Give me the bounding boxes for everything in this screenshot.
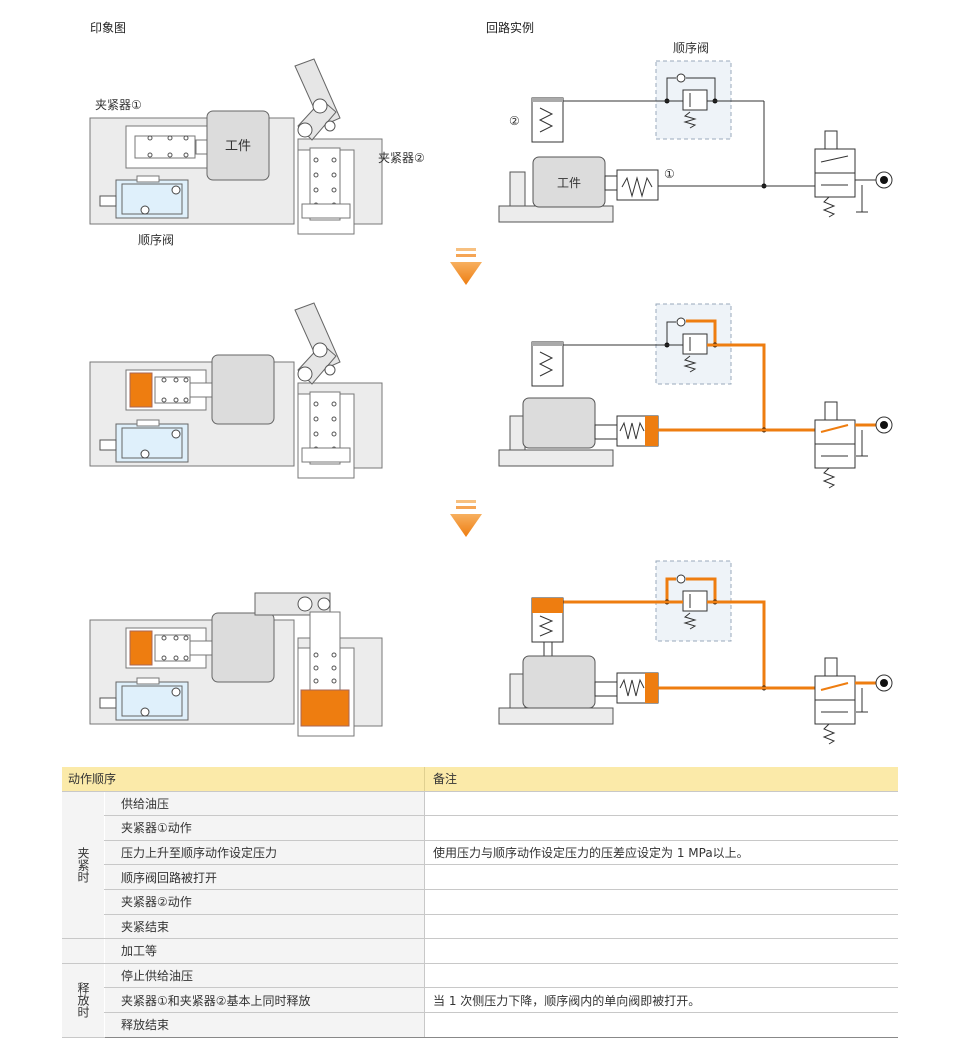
table-row: 顺序阀回路被打开 xyxy=(62,864,898,890)
mark1-label: ① xyxy=(664,167,675,181)
note-cell xyxy=(424,914,898,940)
circuit-workpiece-label: 工件 xyxy=(557,176,581,190)
note-cell xyxy=(424,963,898,989)
mechanism-2 xyxy=(89,302,383,479)
action-cell: 压力上升至顺序动作设定压力 xyxy=(104,840,425,866)
action-cell: 顺序阀回路被打开 xyxy=(104,864,425,890)
table-row: 加工等 xyxy=(62,938,898,964)
table-row: 夹紧结束 xyxy=(62,914,898,940)
circuit-valve-label: 顺序阀 xyxy=(673,40,709,55)
note-cell xyxy=(424,889,898,915)
sequence-table: 动作顺序 备注 夹紧时 供给油压 夹紧器①动作 压力上升至顺序动作设定压力 使用… xyxy=(62,767,898,1038)
clamp1-label: 夹紧器① xyxy=(95,98,142,112)
table-row: 释放时 停止供给油压 xyxy=(62,963,898,1038)
sequence-valve-label: 顺序阀 xyxy=(138,232,174,247)
table-row: 夹紧时 供给油压 xyxy=(62,791,898,940)
action-cell: 供给油压 xyxy=(104,791,425,817)
workpiece-label: 工件 xyxy=(225,139,251,154)
mechanism-3 xyxy=(89,592,383,737)
note-cell xyxy=(424,791,898,817)
note-cell xyxy=(424,815,898,841)
action-cell: 夹紧器②动作 xyxy=(104,889,425,915)
group-empty xyxy=(62,938,105,964)
mechanism-1: 工件 夹紧器① 夹紧器② 顺序阀 xyxy=(89,58,425,247)
table-row: 压力上升至顺序动作设定压力 使用压力与顺序动作设定压力的压差应设定为 1 MPa… xyxy=(62,840,898,866)
circuit-header: 回路实例 xyxy=(486,21,535,35)
diagram-canvas: 工件 夹紧器① 夹紧器② 顺序阀 顺序阀 xyxy=(89,40,893,745)
action-cell: 夹紧结束 xyxy=(104,914,425,940)
header-note: 备注 xyxy=(424,767,898,792)
impression-header: 印象图 xyxy=(90,21,127,35)
action-cell: 夹紧器①和夹紧器②基本上同时释放 xyxy=(104,987,425,1013)
action-cell: 停止供给油压 xyxy=(104,963,425,989)
circuit-1: 顺序阀 ② 工件 ① xyxy=(498,40,893,223)
group-clamp: 夹紧时 xyxy=(62,791,105,940)
note-cell xyxy=(424,864,898,890)
table-row: 夹紧器②动作 xyxy=(62,889,898,915)
clamp2-label: 夹紧器② xyxy=(378,151,425,165)
header-action: 动作顺序 xyxy=(62,767,425,792)
action-cell: 释放结束 xyxy=(104,1012,425,1038)
circuit-3 xyxy=(498,560,893,745)
step-arrow-1 xyxy=(450,248,482,285)
note-cell: 使用压力与顺序动作设定压力的压差应设定为 1 MPa以上。 xyxy=(424,840,898,866)
mark2-label: ② xyxy=(509,114,520,128)
table-row: 夹紧器①动作 xyxy=(62,815,898,841)
note-cell xyxy=(424,1012,898,1038)
group-release: 释放时 xyxy=(62,963,105,1038)
action-cell: 加工等 xyxy=(104,938,425,964)
circuit-2 xyxy=(498,303,893,489)
table-row: 释放结束 xyxy=(62,1012,898,1038)
note-cell xyxy=(424,938,898,964)
note-cell: 当 1 次侧压力下降，顺序阀内的单向阀即被打开。 xyxy=(424,987,898,1013)
table-header-row: 动作顺序 备注 xyxy=(62,767,898,792)
table-row: 夹紧器①和夹紧器②基本上同时释放 当 1 次侧压力下降，顺序阀内的单向阀即被打开… xyxy=(62,987,898,1013)
action-cell: 夹紧器①动作 xyxy=(104,815,425,841)
step-arrow-2 xyxy=(450,500,482,537)
